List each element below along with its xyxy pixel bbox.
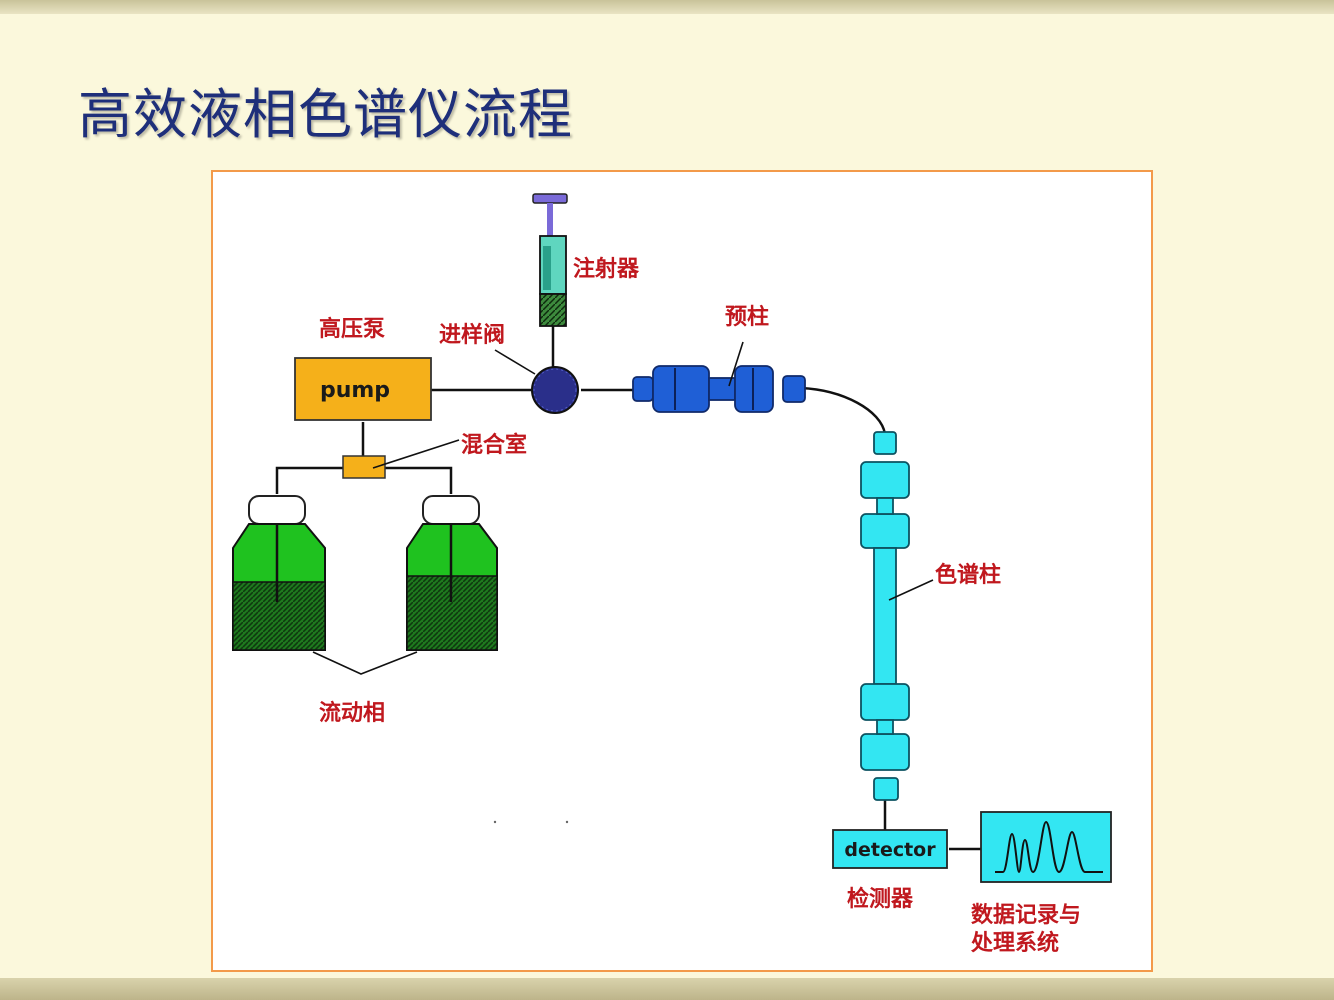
- label-injection-valve: 进样阀: [439, 322, 505, 348]
- pump: pump: [294, 357, 432, 421]
- injection-valve: [531, 366, 579, 414]
- label-precolumn: 预柱: [725, 305, 769, 330]
- mobile-phase-bottle-right: [406, 495, 498, 651]
- data-recorder: [980, 811, 1112, 883]
- speck: [565, 820, 569, 824]
- diagram-panel: pump: [211, 170, 1153, 972]
- pump-label: pump: [320, 378, 390, 403]
- chromatographic-column: [860, 431, 910, 801]
- precolumn: [632, 365, 806, 413]
- mobile-phase-bottle-left: [232, 495, 326, 651]
- label-detector: 检测器: [847, 886, 914, 912]
- right-bottle-feed-tube: [383, 466, 453, 494]
- speck: [493, 820, 497, 824]
- label-mobile-phase: 流动相: [319, 700, 385, 726]
- mixing-chamber: [342, 455, 386, 479]
- label-data-system-line2: 处理系统: [970, 930, 1059, 956]
- syringe: [532, 193, 568, 327]
- label-injector: 注射器: [573, 256, 640, 282]
- chromatogram-trace: [995, 820, 1103, 874]
- label-chromatographic-column: 色谱柱: [935, 562, 1001, 588]
- label-high-pressure-pump: 高压泵: [319, 316, 385, 342]
- left-bottle-feed-tube: [275, 466, 343, 494]
- top-band: [0, 0, 1334, 14]
- label-data-system-line1: 数据记录与: [971, 902, 1081, 928]
- detector-label: detector: [844, 839, 936, 861]
- hplc-flow-diagram: pump: [232, 193, 1112, 956]
- precolumn-to-column-tube: [800, 386, 887, 435]
- page-title: 高效液相色谱仪流程: [78, 83, 573, 146]
- leader-lines: [312, 341, 934, 675]
- label-mixing-chamber: 混合室: [461, 432, 527, 458]
- bottom-band: [0, 978, 1334, 1000]
- detector: detector: [832, 829, 948, 869]
